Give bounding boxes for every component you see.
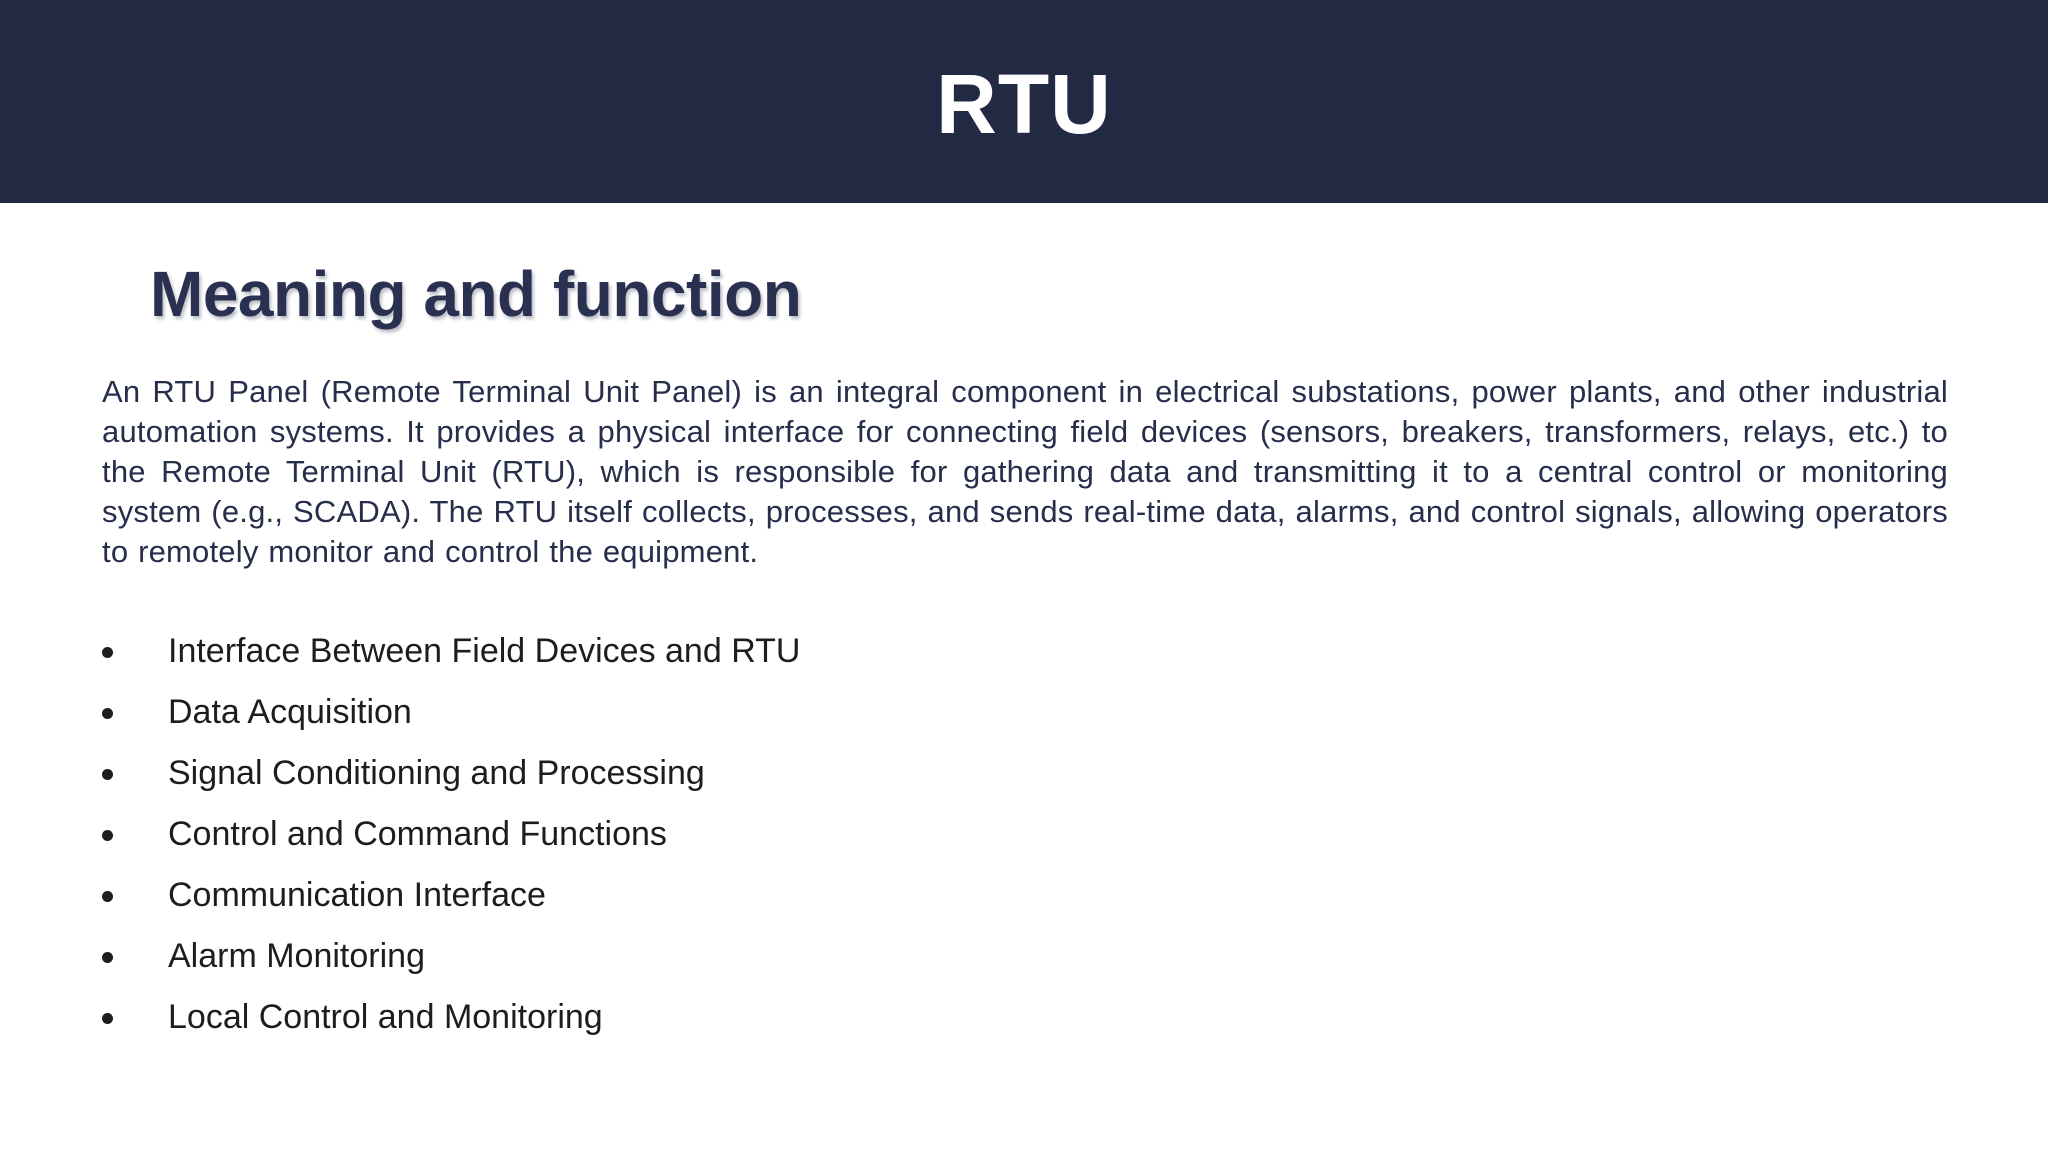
- list-item: Control and Command Functions: [102, 817, 1948, 851]
- body-paragraph: An RTU Panel (Remote Terminal Unit Panel…: [102, 374, 1948, 570]
- list-item-label: Interface Between Field Devices and RTU: [168, 632, 801, 671]
- bullet-icon: [102, 951, 113, 963]
- list-item-label: Communication Interface: [168, 876, 546, 915]
- slide-title: RTU: [936, 56, 1112, 151]
- bullet-icon: [102, 768, 113, 780]
- bullet-icon: [102, 707, 113, 719]
- slide-header: RTU: [0, 0, 2048, 203]
- list-item-label: Alarm Monitoring: [168, 937, 425, 976]
- list-item: Interface Between Field Devices and RTU: [102, 634, 1948, 668]
- list-item-label: Data Acquisition: [168, 693, 412, 732]
- slide-content: Meaning and function An RTU Panel (Remot…: [0, 203, 2048, 1061]
- bullet-icon: [102, 646, 113, 658]
- list-item: Local Control and Monitoring: [102, 1000, 1948, 1034]
- bullet-list: Interface Between Field Devices and RTU …: [102, 634, 1948, 1034]
- section-heading: Meaning and function: [150, 258, 802, 330]
- bullet-icon: [102, 1012, 113, 1024]
- list-item-label: Control and Command Functions: [168, 815, 667, 854]
- list-item-label: Local Control and Monitoring: [168, 998, 603, 1037]
- list-item: Alarm Monitoring: [102, 939, 1948, 973]
- list-item: Data Acquisition: [102, 695, 1948, 729]
- list-item: Communication Interface: [102, 878, 1948, 912]
- bullet-icon: [102, 829, 113, 841]
- list-item: Signal Conditioning and Processing: [102, 756, 1948, 790]
- list-item-label: Signal Conditioning and Processing: [168, 754, 705, 793]
- bullet-icon: [102, 890, 113, 902]
